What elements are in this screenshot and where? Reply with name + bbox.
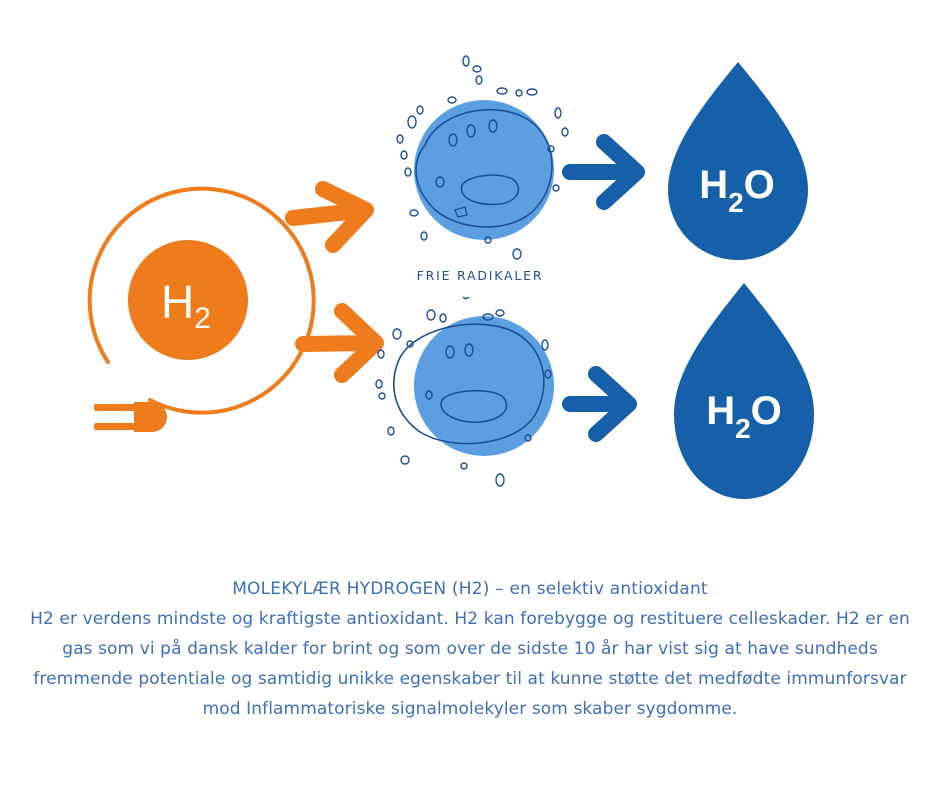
caption-body: H2 er verdens mindste og kraftigste anti… [30, 609, 910, 719]
arrow-to-bottom-radical-icon [295, 303, 384, 383]
caption: MOLEKYLÆR HYDROGEN (H2) – en selektiv an… [20, 574, 920, 724]
h2-label-main: H [161, 276, 194, 328]
free-radicals-label: FRIE RADIKALER [417, 268, 544, 283]
hydrogen-antioxidant-diagram: H2 [87, 55, 814, 499]
caption-title: MOLEKYLÆR HYDROGEN (H2) – en selektiv an… [232, 579, 708, 599]
small-tick-mark [462, 296, 470, 300]
h2-label-sub: 2 [194, 302, 211, 335]
h2-molecule-ball [128, 240, 248, 360]
h2o-label-top: H2O [699, 163, 775, 218]
h2o-label-bottom: H2O [706, 389, 782, 444]
arrow-to-bottom-water-icon [562, 366, 637, 442]
water-drop-icon [674, 283, 814, 499]
water-drop-bottom: H2O [674, 283, 814, 499]
free-radical-top [396, 55, 569, 260]
h2o-top-main: H [699, 163, 728, 207]
power-cord-ring [87, 186, 316, 415]
h2o-bottom-tail: O [751, 389, 782, 433]
free-radical-bottom [375, 309, 554, 487]
hydrogen-source: H2 [87, 186, 316, 432]
arrow-to-top-radical-icon [285, 181, 374, 253]
h2o-bottom-sub: 2 [735, 413, 751, 444]
h2o-top-tail: O [744, 163, 775, 207]
arrow-to-top-water-icon [562, 134, 645, 210]
plug-icon [94, 402, 167, 432]
h2o-top-sub: 2 [728, 187, 744, 218]
h2-label: H2 [161, 276, 211, 335]
water-drop-icon [668, 62, 808, 260]
h2o-bottom-main: H [706, 389, 735, 433]
water-drop-top: H2O [668, 62, 808, 260]
